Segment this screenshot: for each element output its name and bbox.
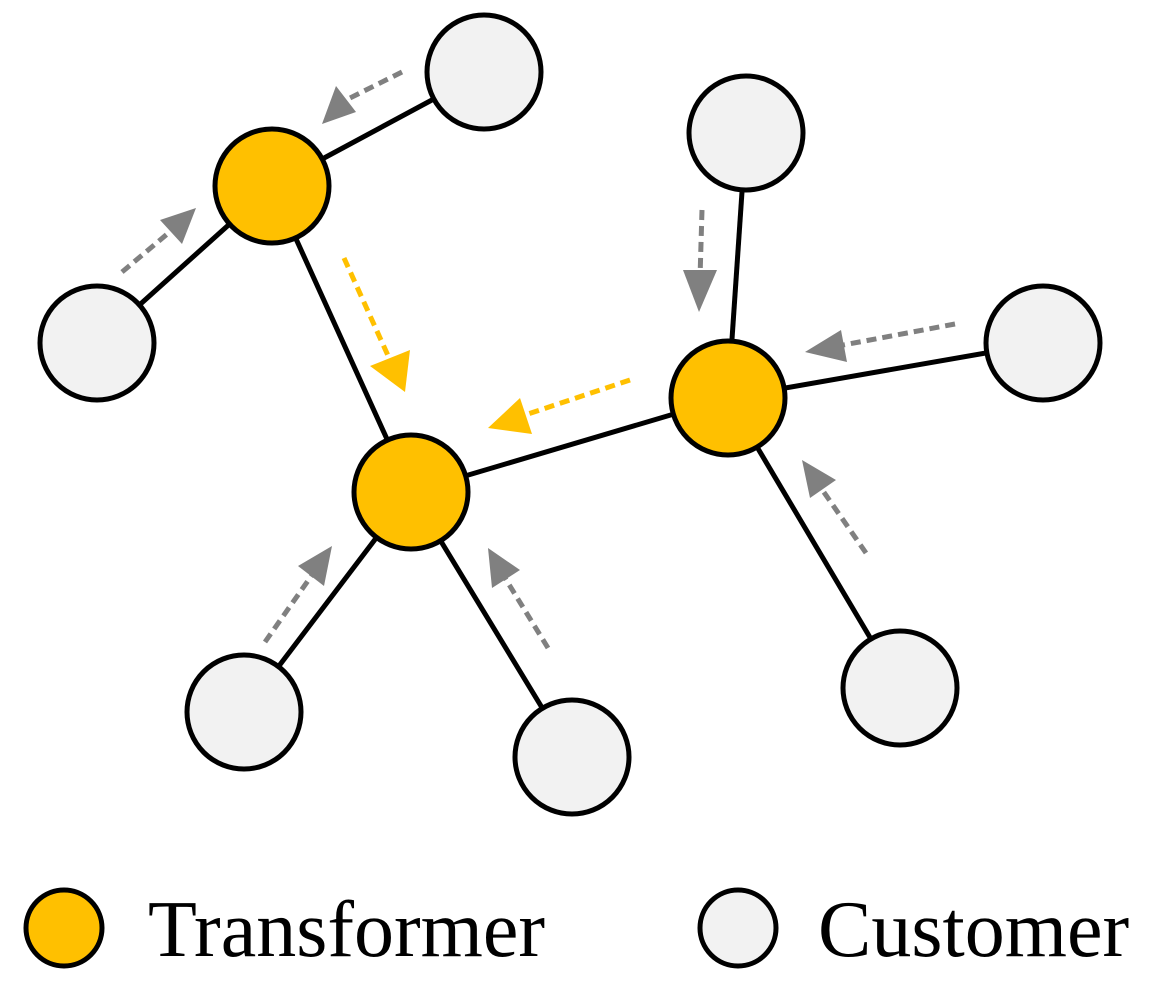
- flow-arrow-head-c4: [805, 330, 847, 362]
- legend: Transformer Customer: [23, 886, 1129, 974]
- legend-transformer-label: Transformer: [148, 886, 545, 974]
- flow-arrow-head-t1: [370, 350, 410, 392]
- transformer-node: [351, 432, 471, 552]
- legend-customer-swatch: [697, 887, 779, 969]
- customer-node: [512, 697, 632, 817]
- customer-flow-arrows: [120, 69, 956, 650]
- flow-arrow-head-c2: [160, 208, 196, 244]
- flow-arrow-head-c6: [298, 546, 332, 586]
- customer-node: [424, 12, 544, 132]
- flow-arrow-c5-to-t3: [818, 486, 869, 555]
- flow-arrow-c2-to-t1: [120, 228, 174, 274]
- flow-arrow-c4-to-t3: [837, 321, 956, 349]
- transformer-flow-arrows: [341, 256, 631, 434]
- customer-node: [686, 73, 806, 193]
- flow-arrow-c6-to-t2: [262, 573, 315, 644]
- flow-arrow-c3-to-t3: [697, 209, 705, 279]
- flow-arrow-c1-to-t1: [348, 69, 404, 101]
- customer-node: [184, 652, 304, 772]
- flow-arrow-c7-to-t2: [502, 576, 551, 650]
- flow-arrow-head-t3: [488, 398, 532, 434]
- flow-arrow-head-c7: [488, 548, 520, 588]
- customer-node: [983, 283, 1103, 403]
- customer-node: [37, 283, 157, 403]
- customer-node: [840, 628, 960, 748]
- transformer-node: [668, 338, 788, 458]
- legend-transformer-swatch: [23, 887, 105, 969]
- flow-arrow-t1-to-t2: [341, 256, 393, 362]
- transformer-node: [212, 126, 332, 246]
- transformer-nodes: [212, 126, 788, 552]
- flow-arrow-head-c3: [683, 270, 717, 312]
- flow-arrow-head-c1: [322, 86, 356, 124]
- flow-arrow-head-c5: [802, 460, 836, 498]
- customer-nodes: [37, 12, 1103, 817]
- legend-customer-label: Customer: [818, 886, 1129, 974]
- flow-arrow-t3-to-t2: [527, 377, 631, 417]
